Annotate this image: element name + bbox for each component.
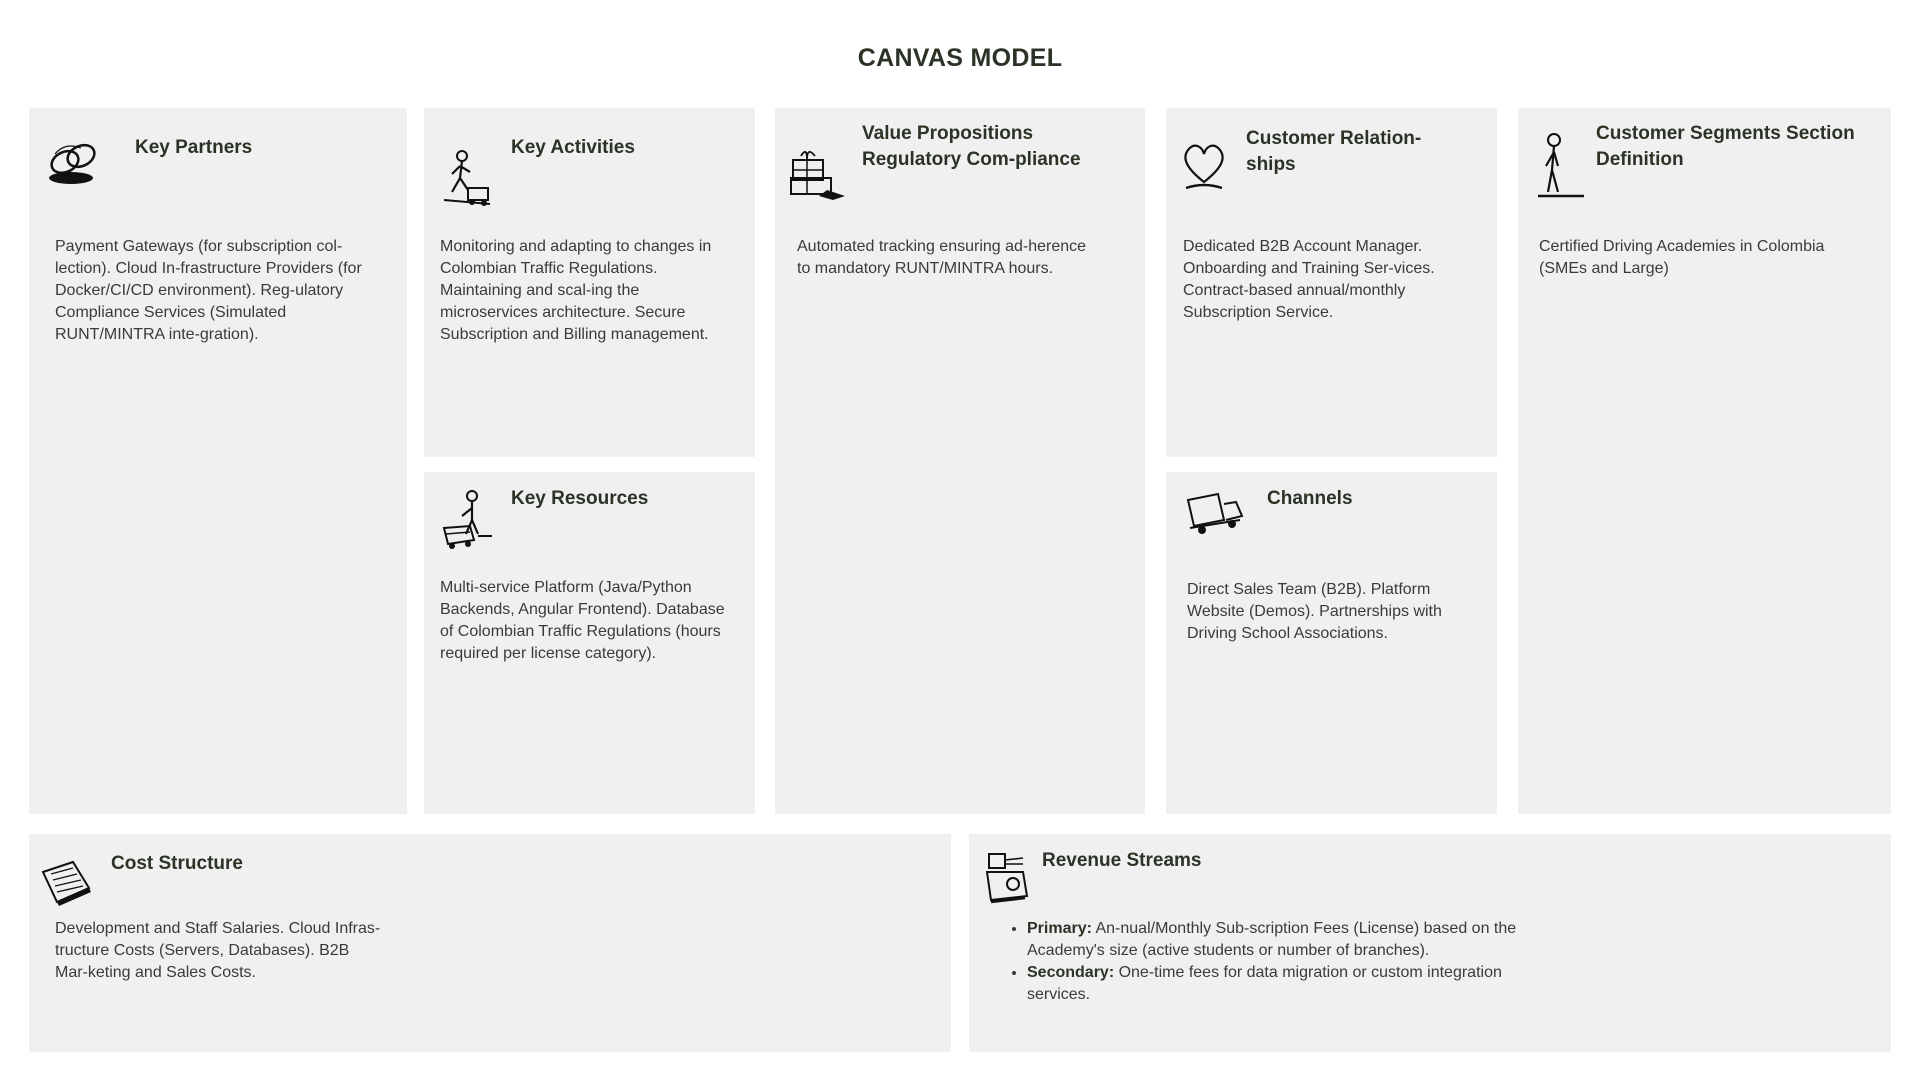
cash-register-icon [983, 850, 1033, 908]
truck-icon [1184, 490, 1246, 538]
item-label: Secondary: [1027, 964, 1115, 981]
value-propositions-block: Value Propositions Regulatory Com-plianc… [775, 108, 1145, 814]
block-title: Revenue Streams [1042, 850, 1202, 871]
item-label: Primary: [1027, 920, 1092, 937]
channels-block: Channels Direct Sales Team (B2B). Platfo… [1166, 472, 1497, 814]
block-title-line: Customer Segments Section [1596, 123, 1855, 144]
block-title: Key Activities [511, 137, 635, 158]
block-text: Direct Sales Team (B2B). Platform Websit… [1187, 581, 1442, 642]
customer-relationships-block: Customer Relation- ships Dedicated B2B A… [1166, 108, 1497, 457]
block-title: Customer Relation- ships [1246, 126, 1421, 178]
block-title: Value Propositions Regulatory Com-plianc… [862, 121, 1081, 173]
list-item: Secondary: One-time fees for data migrat… [1027, 962, 1546, 1006]
customer-segments-block: Customer Segments Section Definition Cer… [1518, 108, 1891, 814]
list-item: Primary: An-nual/Monthly Sub-scription F… [1027, 918, 1546, 962]
block-title-line: Definition [1596, 149, 1684, 170]
key-resources-block: Key Resources Multi-service Platform (Ja… [424, 472, 755, 814]
cost-structure-block: Cost Structure Development and Staff Sal… [29, 834, 951, 1052]
revenue-list: Primary: An-nual/Monthly Sub-scription F… [1006, 918, 1546, 1006]
block-text: Payment Gateways (for subscription col-l… [55, 238, 362, 343]
item-text: An-nual/Monthly Sub-scription Fees (Lice… [1027, 920, 1517, 959]
block-text: Development and Staff Salaries. Cloud In… [55, 920, 381, 981]
worker-icon [440, 148, 496, 212]
gift-boxes-icon [787, 146, 847, 202]
block-text: Certified Driving Academies in Colombia … [1539, 238, 1825, 277]
page-title: CANVAS MODEL [857, 44, 1063, 72]
block-text: Multi-service Platform (Java/Python Back… [440, 579, 725, 662]
block-title: Key Resources [511, 488, 649, 509]
block-title: Cost Structure [111, 853, 243, 874]
block-text: Monitoring and adapting to changes in Co… [440, 238, 712, 343]
block-title: Channels [1267, 488, 1353, 509]
key-partners-block: Key Partners Payment Gateways (for subsc… [29, 108, 407, 814]
block-title-line: Customer Relation- [1246, 128, 1422, 149]
block-text: Automated tracking ensuring ad-herence t… [797, 238, 1087, 277]
document-icon [37, 858, 93, 908]
person-icon [1536, 132, 1588, 200]
block-text: Dedicated B2B Account Manager. Onboardin… [1183, 238, 1435, 321]
revenue-streams-block: Revenue Streams Primary: An-nual/Monthly… [969, 834, 1891, 1052]
worker-with-cart-icon [440, 488, 496, 552]
key-activities-block: Key Activities Monitoring and adapting t… [424, 108, 755, 457]
block-title: Key Partners [135, 137, 253, 158]
block-title-line: ships [1246, 154, 1296, 175]
item-text: One-time fees for data migration or cust… [1027, 964, 1502, 1003]
heart-icon [1180, 138, 1230, 194]
block-title-line: Value Propositions [862, 123, 1034, 144]
block-title-line: Regulatory Com-pliance [862, 149, 1081, 170]
block-title: Customer Segments Section Definition [1596, 121, 1855, 173]
chain-links-icon [43, 134, 107, 188]
